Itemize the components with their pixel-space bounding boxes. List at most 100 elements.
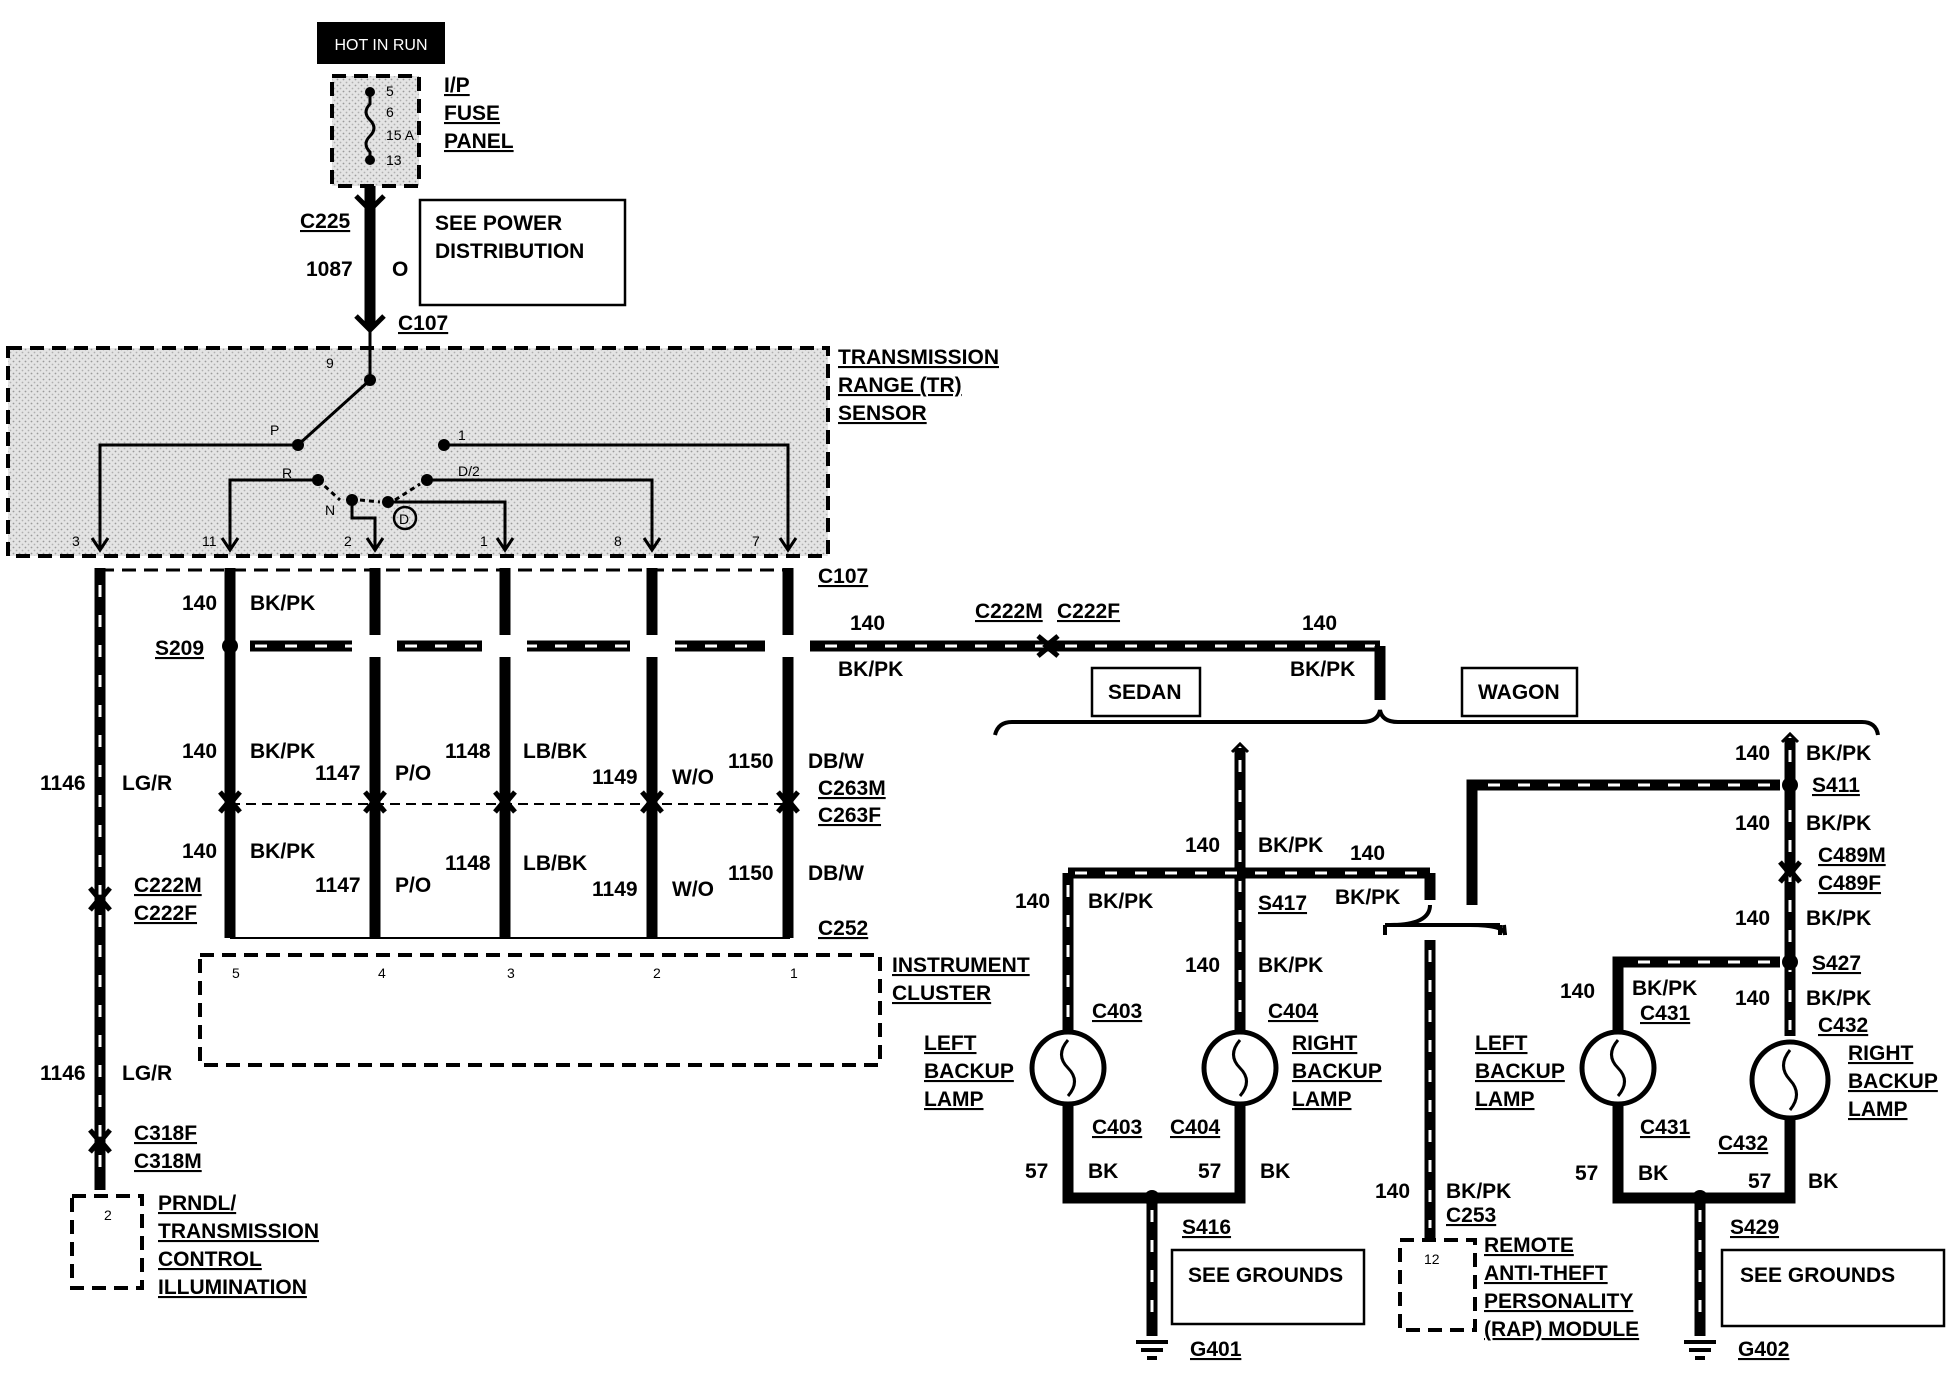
wire-lgr-label: LG/R	[122, 772, 172, 795]
ground-g402-icon	[1684, 1340, 1716, 1360]
ic-pin-1: 1	[790, 965, 798, 981]
wagon-right-lamp-label-1: RIGHT	[1848, 1042, 1914, 1065]
ground-g402-label: G402	[1738, 1338, 1789, 1361]
wire-lbbk-label-a: LB/BK	[523, 740, 587, 763]
wagon-label: WAGON	[1478, 681, 1560, 704]
tr-position-n: N	[325, 502, 335, 518]
wagon-box	[1460, 666, 1579, 718]
wagon-left-lamp-label-2: BACKUP	[1475, 1060, 1565, 1083]
tr-sensor-label-1: TRANSMISSION	[838, 346, 999, 369]
wire-140-label-a: 140	[182, 592, 217, 615]
connector-c431-bottom: C431	[1640, 1116, 1691, 1139]
wagon-57-a: 57	[1575, 1162, 1598, 1185]
wagon-see-grounds: SEE GROUNDS	[1740, 1264, 1895, 1287]
wagon-57-b: 57	[1748, 1170, 1771, 1193]
connector-c318m: C318M	[134, 1150, 202, 1173]
sedan-see-grounds: SEE GROUNDS	[1188, 1264, 1343, 1287]
fuse-panel-label-2: FUSE	[444, 102, 500, 125]
connector-c222m-left: C222M	[134, 874, 202, 897]
tr-sensor-label-3: SENSOR	[838, 402, 927, 425]
sedan-label: SEDAN	[1108, 681, 1182, 704]
wagon-left-lamp-label-1: LEFT	[1475, 1032, 1528, 1055]
circuit-1087: 1087	[306, 258, 353, 281]
sedan-bk-a: BK	[1088, 1160, 1118, 1183]
connector-c432-bottom: C432	[1718, 1132, 1768, 1155]
sedan-bk-b: BK	[1260, 1160, 1290, 1183]
connector-c222f-right: C222F	[1057, 600, 1120, 623]
splice-s411	[1782, 777, 1798, 793]
tr-position-r: R	[282, 465, 292, 481]
rap-label-3: PERSONALITY	[1484, 1290, 1633, 1313]
wire-140-label-b: 140	[182, 740, 217, 763]
wagon-140-e: 140	[1735, 987, 1770, 1010]
sedan-left-lamp-label-1: LEFT	[924, 1032, 977, 1055]
fuse-panel: 5 6 15 A 13	[330, 74, 421, 188]
wire-140-label-d: 140	[850, 612, 885, 635]
wire-wo-label-a: W/O	[672, 766, 714, 789]
wagon-bkpk-b: BK/PK	[1806, 812, 1871, 835]
connector-c222m-right: C222M	[975, 600, 1043, 623]
connector-c431-top: C431	[1640, 1002, 1691, 1025]
sedan-right-lamp-label-2: BACKUP	[1292, 1060, 1382, 1083]
fuse-rating: 15 A	[386, 127, 415, 143]
splice-s411-label: S411	[1812, 774, 1860, 797]
prndl-label-2: TRANSMISSION	[158, 1220, 319, 1243]
prndl-label-1: PRNDL/	[158, 1192, 236, 1215]
sedan-bkpk-b: BK/PK	[1335, 886, 1400, 909]
circuit-1087-color: O	[392, 258, 408, 281]
splice-s416-label: S416	[1182, 1216, 1231, 1239]
rap-label-1: REMOTE	[1484, 1234, 1574, 1257]
connector-c252: C252	[818, 917, 868, 940]
fuse-pin-2: 6	[386, 104, 394, 120]
ic-pin-4: 4	[378, 965, 386, 981]
tr-out-pin-1: 1	[480, 533, 488, 549]
wire-bkpk-label-a: BK/PK	[250, 592, 315, 615]
wire-1148-label-b: 1148	[445, 852, 491, 875]
ic-pin-2: 2	[653, 965, 661, 981]
sedan-140-b: 140	[1350, 842, 1385, 865]
see-power-line-1: SEE POWER	[435, 212, 562, 235]
wagon-right-lamp-label-3: LAMP	[1848, 1098, 1908, 1121]
tr-position-d2: D/2	[458, 463, 480, 479]
wagon-bkpk-c: BK/PK	[1806, 907, 1871, 930]
sedan-right-lamp-label-1: RIGHT	[1292, 1032, 1358, 1055]
wagon-see-grounds-box	[1720, 1248, 1946, 1328]
instrument-cluster-label-2: CLUSTER	[892, 982, 991, 1005]
ground-g401-label: G401	[1190, 1338, 1242, 1361]
tr-pin-9: 9	[326, 355, 334, 371]
tr-out-pin-8: 8	[614, 533, 622, 549]
prndl-label-4: ILLUMINATION	[158, 1276, 307, 1299]
sedan-57-b: 57	[1198, 1160, 1221, 1183]
rap-140: 140	[1375, 1180, 1410, 1203]
wagon-bkpk-d: BK/PK	[1632, 977, 1697, 1000]
wire-bkpk-label-d: BK/PK	[838, 658, 903, 681]
ic-pin-5: 5	[232, 965, 240, 981]
fuse-pin-1: 5	[386, 83, 394, 99]
sedan-140-d: 140	[1185, 954, 1220, 977]
connector-c263f: C263F	[818, 804, 881, 827]
wire-1150-label-a: 1150	[728, 750, 774, 773]
tr-out-pin-11: 11	[202, 533, 217, 549]
instrument-cluster-label-1: INSTRUMENT	[892, 954, 1030, 977]
splice-s417-label: S417	[1258, 892, 1307, 915]
connector-c318f: C318F	[134, 1122, 197, 1145]
splice-s427	[1782, 954, 1798, 970]
wire-140-label-c: 140	[182, 840, 217, 863]
connector-c404-bottom: C404	[1170, 1116, 1221, 1139]
wagon-140-d: 140	[1560, 980, 1595, 1003]
wire-po-label-b: P/O	[395, 874, 431, 897]
connector-c107-top: C107	[398, 312, 448, 335]
wire-bkpk-label-c: BK/PK	[250, 840, 315, 863]
wagon-140-c: 140	[1735, 907, 1770, 930]
tr-out-pin-3: 3	[72, 533, 80, 549]
splice-s209-label: S209	[155, 637, 204, 660]
wire-1149-label-b: 1149	[592, 878, 638, 901]
tr-sensor	[6, 330, 830, 558]
wire-bkpk-label-b: BK/PK	[250, 740, 315, 763]
sedan-box	[1090, 666, 1202, 718]
sedan-140-a: 140	[1185, 834, 1220, 857]
wire-1150-label-b: 1150	[728, 862, 774, 885]
sedan-bkpk-a: BK/PK	[1258, 834, 1323, 857]
wagon-bk-b: BK	[1808, 1170, 1838, 1193]
